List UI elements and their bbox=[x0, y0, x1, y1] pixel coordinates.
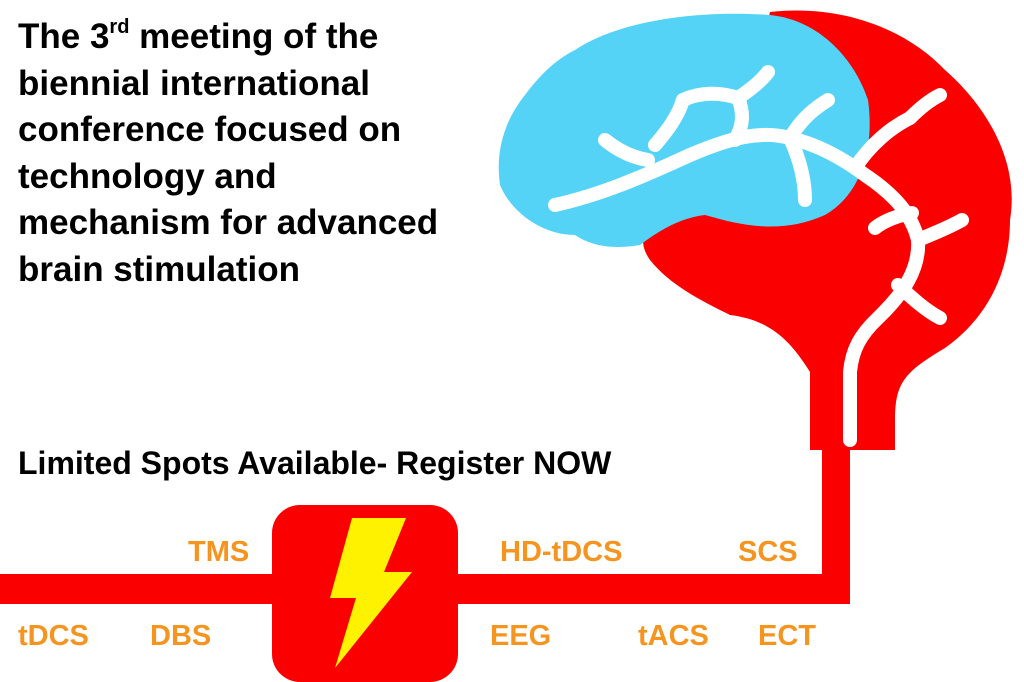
tech-label-eeg: EEG bbox=[490, 620, 552, 652]
tech-label-tdcs: tDCS bbox=[18, 620, 89, 652]
tech-label-tacs: tACS bbox=[638, 620, 709, 652]
tech-label-hd-tdcs: HD-tDCS bbox=[500, 536, 623, 568]
tech-label-scs: SCS bbox=[738, 536, 798, 568]
brain-icon bbox=[498, 10, 1012, 451]
headline: The 3rd meeting of the biennial internat… bbox=[18, 16, 439, 289]
circuit-wire-vertical bbox=[818, 420, 850, 604]
lightning-bolt-icon bbox=[330, 518, 412, 668]
tech-label-dbs: DBS bbox=[150, 620, 212, 652]
tech-label-tms: TMS bbox=[188, 536, 250, 568]
register-call-to-action: Limited Spots Available- Register NOW bbox=[18, 445, 612, 481]
ordinal-suffix: rd bbox=[109, 16, 130, 38]
tech-label-ect: ECT bbox=[758, 620, 816, 652]
